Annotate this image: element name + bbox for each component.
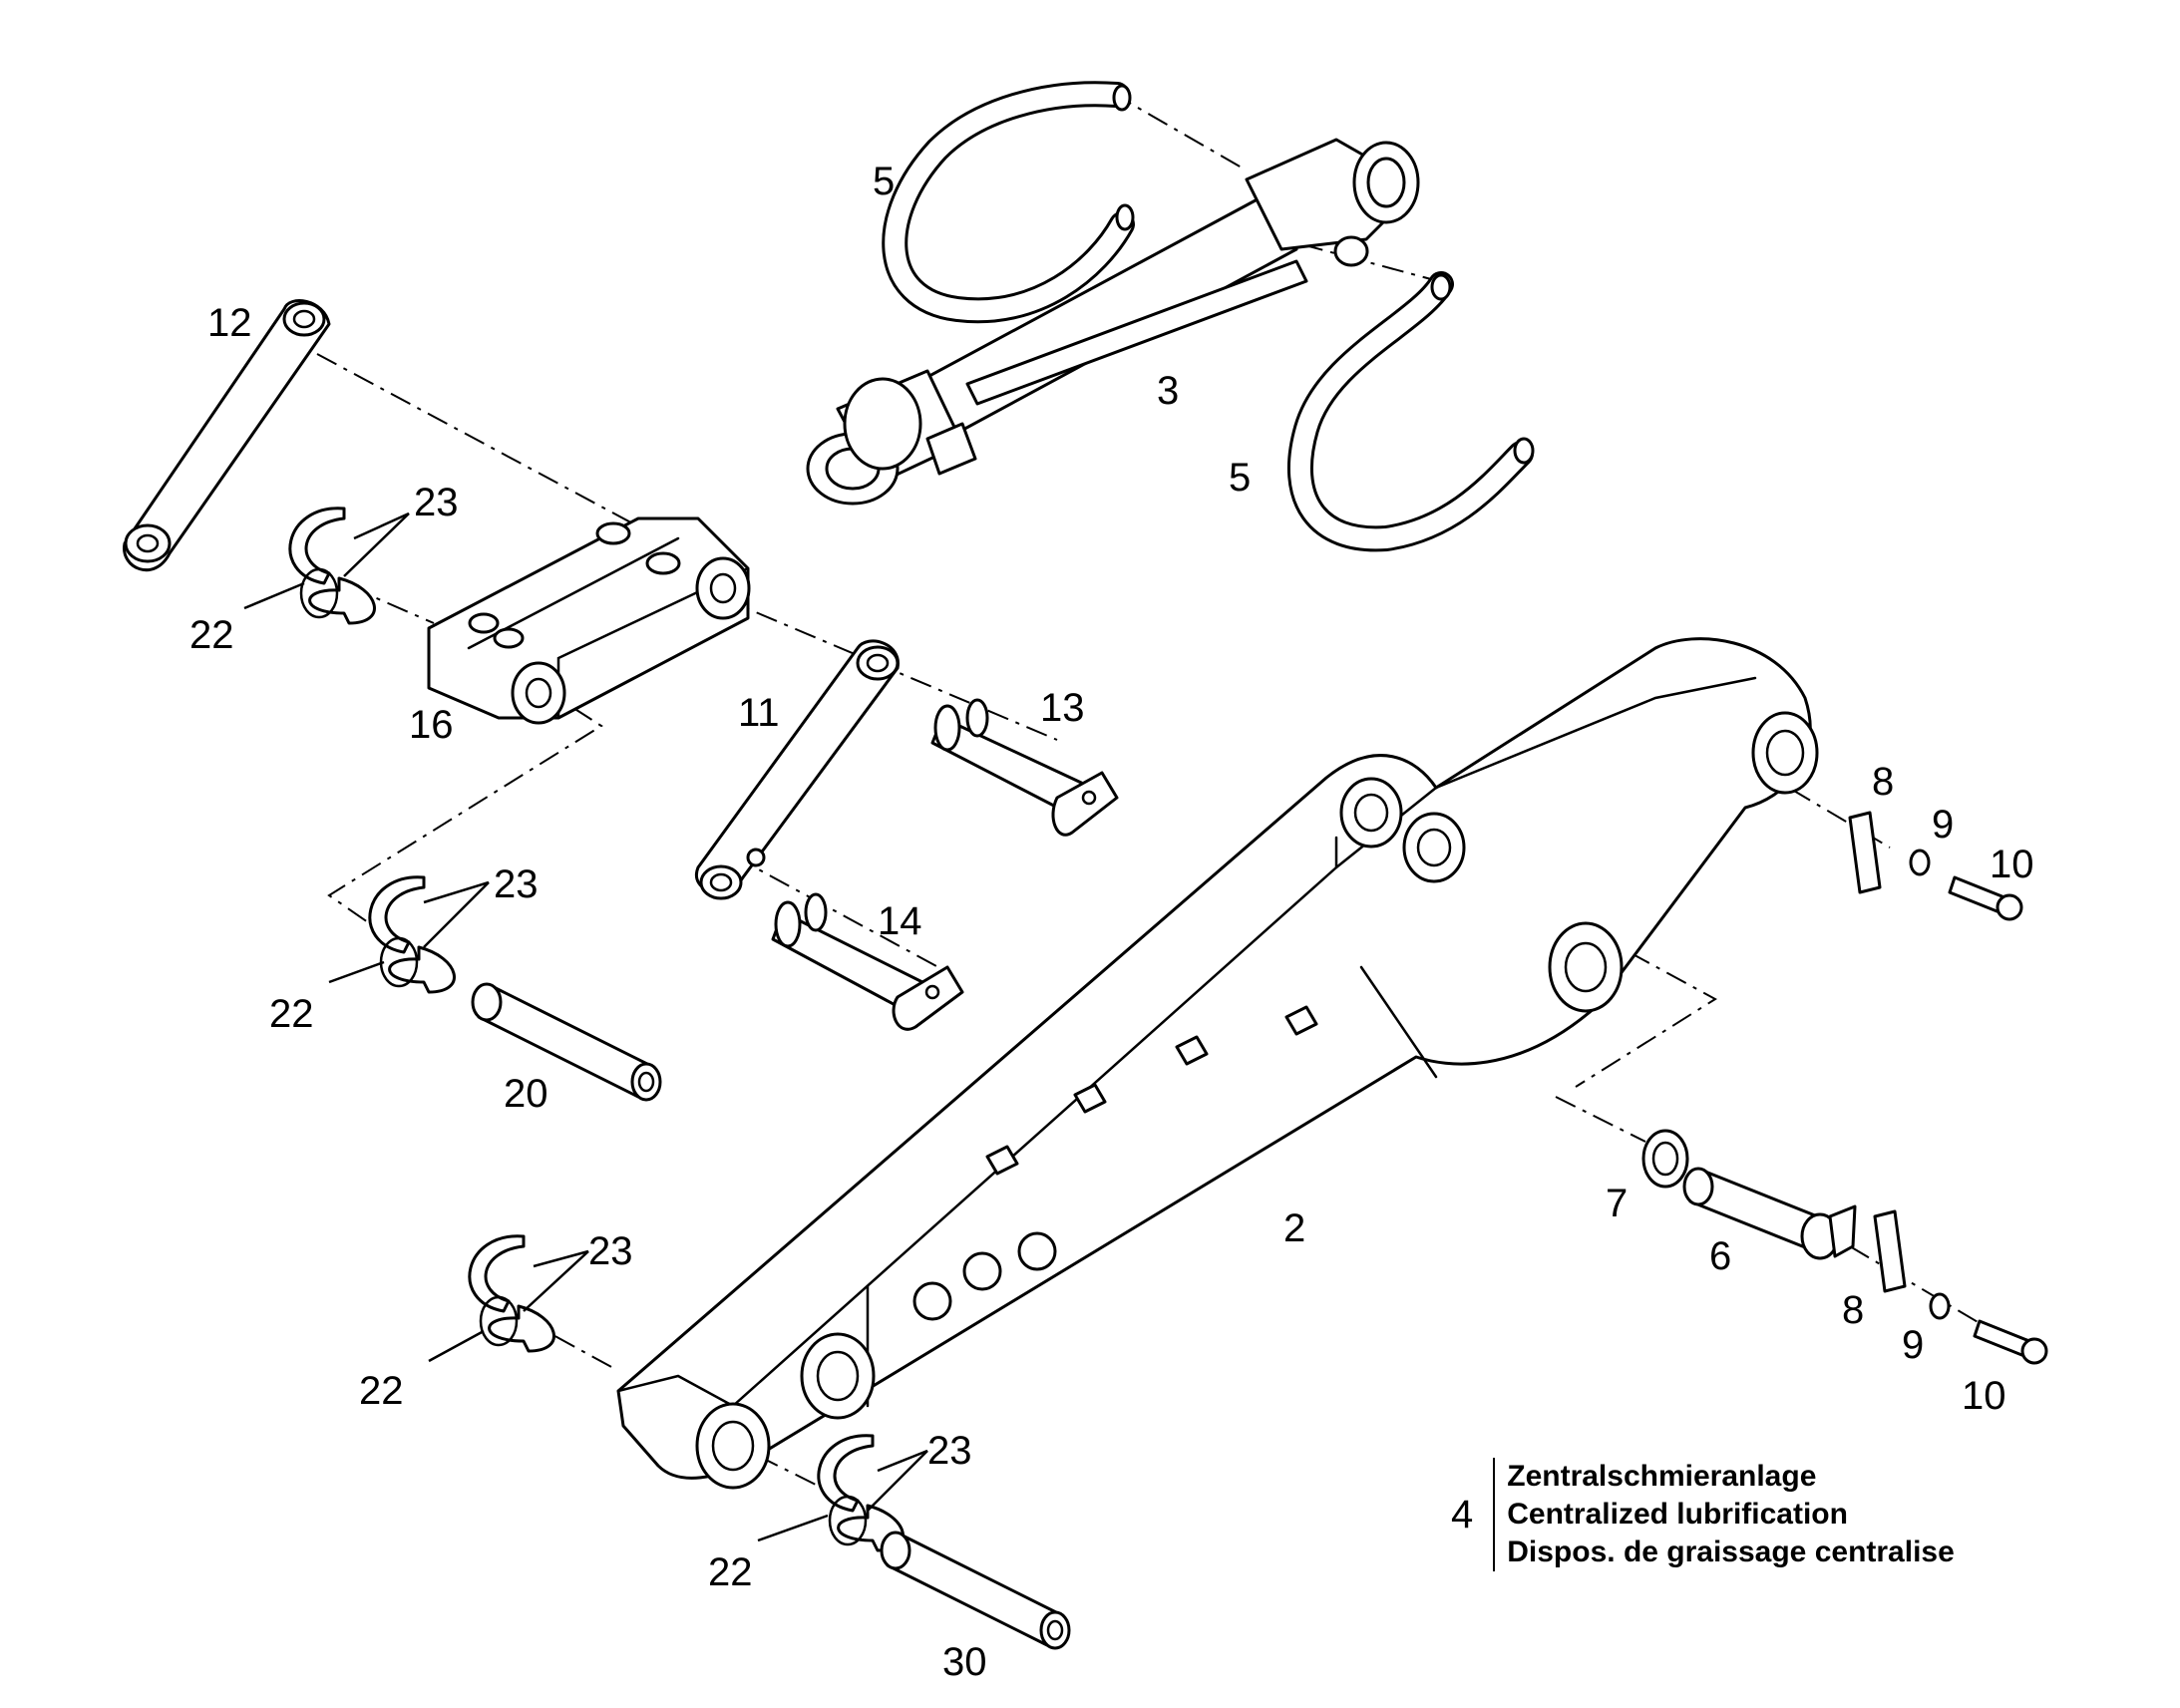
pin-6 (1682, 1167, 1857, 1260)
pin-20 (471, 982, 662, 1102)
callout-8-lower: 8 (1842, 1288, 1864, 1332)
retaining-ring-set-2 (368, 875, 456, 994)
callout-20: 20 (504, 1072, 548, 1116)
callout-8-upper: 8 (1872, 760, 1894, 804)
boom-2 (616, 637, 1819, 1490)
callout-9-lower: 9 (1902, 1323, 1924, 1367)
callout-labels: 2 3 5 5 6 7 8 8 9 9 10 10 11 12 13 14 16… (189, 160, 2034, 1684)
callout-22-b: 22 (269, 992, 314, 1036)
hose-5-lower (1286, 271, 1535, 552)
bolt-10-upper (1948, 875, 2023, 921)
plate-8-lower (1873, 1209, 1907, 1293)
legend-text: Zentralschmieranlage Centralized lubrifi… (1493, 1458, 1955, 1571)
callout-13: 13 (1040, 686, 1085, 730)
callout-5-upper: 5 (873, 160, 895, 203)
legend-line-english: Centralized lubrification (1507, 1498, 1848, 1531)
pin-14 (771, 892, 964, 1031)
hydraulic-cylinder-3 (806, 138, 1420, 506)
callout-30: 30 (942, 1640, 987, 1684)
callout-11: 11 (738, 691, 780, 735)
callout-5-lower: 5 (1229, 456, 1251, 500)
callout-23-d: 23 (927, 1429, 972, 1473)
callout-22-c: 22 (359, 1369, 404, 1413)
callout-23-b: 23 (494, 862, 539, 906)
callout-22-a: 22 (189, 613, 234, 657)
washer-9-lower (1929, 1292, 1951, 1320)
callout-16: 16 (409, 703, 454, 747)
bolt-10-lower (1973, 1319, 2048, 1365)
link-12 (123, 299, 331, 572)
callout-23-c: 23 (588, 1229, 633, 1273)
legend-line-french: Dispos. de graissage centralise (1507, 1536, 1955, 1568)
link-11 (694, 639, 900, 900)
retaining-ring-set-3 (468, 1234, 555, 1353)
callout-9-upper: 9 (1932, 803, 1954, 847)
callout-10-lower: 10 (1962, 1374, 2006, 1418)
callout-23-a: 23 (414, 481, 459, 524)
callout-6: 6 (1709, 1234, 1731, 1278)
bracket-16 (427, 516, 751, 725)
legend-line-german: Zentralschmieranlage (1507, 1460, 1817, 1493)
legend-centralized-lubrification: 4 Zentralschmieranlage Centralized lubri… (1451, 1458, 1955, 1571)
pin-13 (930, 698, 1119, 837)
leader-lines (243, 512, 928, 1542)
pin-30 (880, 1531, 1071, 1650)
callout-3: 3 (1157, 369, 1179, 413)
callout-22-d: 22 (708, 1550, 753, 1594)
plate-8-upper (1848, 811, 1882, 894)
retaining-ring-set-1 (288, 507, 376, 625)
callout-2: 2 (1283, 1206, 1305, 1250)
callout-10-upper: 10 (1990, 843, 2034, 886)
callout-14: 14 (878, 899, 922, 943)
bushing-7 (1641, 1129, 1689, 1189)
callout-12: 12 (207, 301, 252, 345)
callout-7: 7 (1606, 1182, 1628, 1225)
hose-5-upper (882, 81, 1135, 324)
legend-number: 4 (1451, 1492, 1474, 1537)
washer-9-upper (1909, 849, 1931, 876)
